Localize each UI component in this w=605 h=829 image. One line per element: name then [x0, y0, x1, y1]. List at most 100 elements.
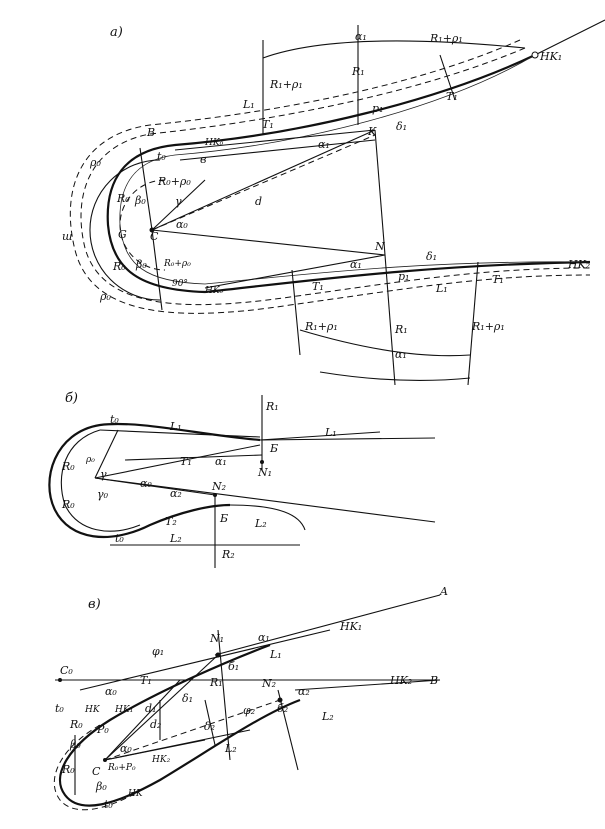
label-b-mid: в: [200, 153, 206, 166]
radius-top: [139, 147, 153, 231]
label-nk2: HK₂: [567, 258, 590, 271]
c-point-c: [103, 758, 107, 762]
label-t1-top: T₁: [446, 90, 458, 103]
point-hk1: [531, 51, 539, 59]
label-c-alpha2: α₂: [298, 685, 310, 698]
label-c-hk2: HK₂: [151, 755, 171, 765]
b-top-straight: [259, 437, 436, 441]
label-c-alpha1: α₁: [258, 631, 270, 644]
label-c-t0-b: t₀: [104, 798, 113, 811]
panel-c-header: в): [88, 597, 101, 612]
label-c-n2: N₂: [261, 677, 276, 690]
k-to-n: [374, 129, 386, 256]
c-line-b: [294, 679, 441, 691]
label-rho0-2: ρ₀: [99, 290, 111, 303]
label-b-n1: N₁: [257, 466, 272, 479]
c-line-l2: [104, 729, 251, 761]
inner-circle: [89, 159, 161, 301]
line-to-k: [151, 129, 376, 231]
label-c-delta2: δ₂: [204, 720, 215, 733]
line-to-n: [151, 229, 386, 256]
label-c-b: B: [429, 674, 438, 687]
c-line-phi1: [79, 629, 331, 691]
label-c-r0-b: R₀: [61, 763, 75, 776]
b-track-loop: [48, 422, 261, 539]
arc-bot: [299, 329, 471, 357]
label-b-b-bot: Б: [219, 512, 228, 525]
label-n: N: [374, 240, 385, 253]
tangent-bot: [204, 254, 386, 289]
label-k: K: [367, 125, 377, 138]
label-nk1: HK₁: [539, 50, 562, 63]
label-t1-bot: T₁: [312, 280, 324, 293]
b-line-alpha0: [94, 444, 261, 479]
label-b-l2-b: L₂: [169, 532, 182, 545]
label-c-hk: HK: [84, 705, 101, 715]
label-c-alpha0-b: α₀: [120, 742, 132, 755]
label-b-t1: T₁: [180, 455, 192, 468]
label-c-phi2: φ₂: [243, 704, 255, 717]
label-c-beta0-b: β₀: [95, 780, 107, 793]
label-r1p1-top-left: R₁+ρ₁: [269, 78, 303, 91]
line-b: [179, 139, 376, 161]
label-t0: t₀: [157, 150, 166, 163]
c-line-d1: [104, 654, 219, 761]
label-c-c0: C₀: [60, 664, 73, 677]
label-r0-2: R₀: [112, 260, 126, 273]
label-r1p1-bot-left: R₁+ρ₁: [304, 320, 338, 333]
label-l1-bot: L₁: [435, 282, 448, 295]
label-c-l2-b: L₂: [224, 742, 237, 755]
label-b-r0-b: R₀: [61, 498, 75, 511]
label-alpha1-mid: α₁: [318, 138, 330, 151]
c-line-d2: [104, 699, 281, 761]
label-w: ш: [62, 230, 72, 243]
label-delta1-top: δ₁: [396, 120, 407, 133]
inner-track: [119, 54, 591, 285]
b-inner-loop: [60, 429, 141, 532]
label-b-l1-a: L₁: [169, 420, 182, 433]
vline-n-down: [384, 254, 396, 386]
label-b-alpha0: α₀: [140, 477, 152, 490]
vline-3: [439, 54, 456, 101]
label-b-rho0: ρ₀: [85, 455, 95, 465]
label-b-gamma: γ: [100, 468, 107, 481]
label-alpha0: α₀: [176, 218, 188, 231]
label-b-alpha2: α₂: [170, 487, 182, 500]
label-gamma0: G: [118, 228, 127, 241]
label-d: d: [255, 195, 262, 208]
panel-a: а) α: [62, 19, 605, 386]
radius-bottom: [151, 229, 163, 311]
c-vline-n1: [217, 629, 231, 761]
label-c-d2: d₂: [150, 718, 161, 731]
label-c-hk1: HK₁: [114, 705, 133, 715]
label-r1-top: R₁: [351, 65, 365, 78]
label-r0-1: R₀: [116, 192, 130, 205]
c-vline-n2: [277, 689, 299, 771]
label-c-c: C: [92, 765, 101, 778]
main-track: [106, 54, 591, 294]
c-line-alpha0: [104, 679, 181, 761]
label-r1p1-top-right: R₁+ρ₁: [429, 32, 463, 45]
c-dashed-loop: [53, 724, 151, 811]
label-b-l2-a: L₂: [254, 517, 267, 530]
label-b-n2: N₂: [211, 480, 226, 493]
arc-bot2: [319, 371, 471, 381]
label-b-gamma0: γ₀: [97, 488, 109, 501]
label-b-t2: T₂: [165, 515, 177, 528]
label-c-p0: P₀: [96, 723, 109, 736]
label-b-r0-a: R₀: [61, 460, 75, 473]
label-l1-top: L₁: [242, 98, 255, 111]
label-c-r0: R₀: [69, 718, 83, 731]
panel-c: в) HK₁ A φ₁ N₁ α₁ L₁ б₁ C₀ α₀: [53, 585, 448, 811]
label-c-a: A: [439, 585, 448, 598]
label-c-d1: d₁: [145, 702, 156, 715]
label-r0p0-bot: R₀+ρ₀: [163, 259, 191, 269]
panel-b: б) t₀ L₁ R₁ L₁ Б R₀ ρ₀ T₁ α₁ N₁ γ α₀ α₂ …: [48, 391, 436, 568]
c-point-c0: [58, 678, 62, 682]
label-p1-bot: p₁: [398, 270, 409, 283]
label-gamma: γ: [175, 195, 182, 208]
b-top-l1: [259, 431, 381, 441]
label-t1-bot2: T₁: [492, 273, 504, 286]
